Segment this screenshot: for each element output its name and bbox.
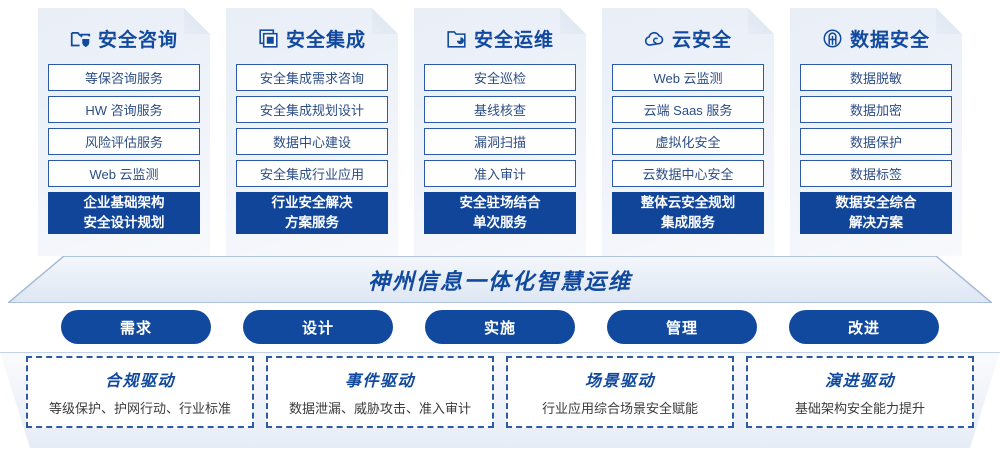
driver-compliance[interactable]: 合规驱动 等级保护、护网行动、行业标准 [26,356,254,428]
pillar-item[interactable]: 准入审计 [424,160,576,187]
fingerprint-icon [822,28,843,49]
lifecycle-pill-improve[interactable]: 改进 [789,310,939,344]
highlight-line-2: 方案服务 [285,215,339,230]
highlight-line-1: 整体云安全规划 [640,195,736,211]
pillar-item[interactable]: 漏洞扫描 [424,128,576,155]
driver-subtitle: 等级保护、护网行动、行业标准 [48,401,231,416]
pillar-item[interactable]: 等保咨询服务 [48,64,200,91]
cloud-icon [644,28,665,49]
pillar-item[interactable]: 虚拟化安全 [612,128,764,155]
highlight-line-1: 行业安全解决 [271,195,353,211]
pillar-title: 安全运维 [473,29,554,51]
pillar-item[interactable]: 云端 Saas 服务 [612,96,764,123]
pillar-item[interactable]: 基线核查 [424,96,576,123]
pillar-item[interactable]: 安全巡检 [424,64,576,91]
highlight-line-1: 安全驻场结合 [459,195,541,211]
highlight-line-2: 安全设计规划 [83,215,165,230]
driver-title: 场景驱动 [584,373,655,390]
lifecycle-pill-implement[interactable]: 实施 [425,310,575,344]
highlight-line-2: 集成服务 [661,215,715,230]
lifecycle-pill-demand[interactable]: 需求 [61,310,211,344]
lifecycle-pill-manage[interactable]: 管理 [607,310,757,344]
pillar-item[interactable]: HW 咨询服务 [48,96,200,123]
highlight-line-1: 数据安全综合 [835,195,917,211]
highlight-line-1: 企业基础架构 [83,195,165,211]
pillar-item[interactable]: 数据加密 [800,96,952,123]
platform-banner-title: 神州信息一体化智慧运维 [367,268,632,294]
driver-evolution[interactable]: 演进驱动 基础架构安全能力提升 [746,356,974,428]
pillar-item[interactable]: 风险评估服务 [48,128,200,155]
pillar-item[interactable]: Web 云监测 [48,160,200,187]
pillar-highlight[interactable]: 企业基础架构 安全设计规划 [48,192,200,234]
pillar-item[interactable]: Web 云监测 [612,64,764,91]
pillar-cloud-security: 云安全 Web 云监测 云端 Saas 服务 虚拟化安全 云数据中心安全 整体云… [602,8,774,256]
pillar-header: 安全运维 [424,18,576,58]
pillar-header: 数据安全 [800,18,952,58]
pillar-title: 数据安全 [849,29,930,51]
pillar-item[interactable]: 数据标签 [800,160,952,187]
stacked-servers-icon [258,28,279,49]
pillar-item[interactable]: 数据脱敏 [800,64,952,91]
pillar-highlight[interactable]: 数据安全综合 解决方案 [800,192,952,234]
pillar-item[interactable]: 数据中心建设 [236,128,388,155]
pillar-item[interactable]: 安全集成行业应用 [236,160,388,187]
pillar-title: 云安全 [671,29,732,51]
pillar-item[interactable]: 安全集成规划设计 [236,96,388,123]
highlight-line-2: 解决方案 [849,215,903,230]
pillar-title: 安全集成 [285,29,366,51]
pillar-row: 安全咨询 等保咨询服务 HW 咨询服务 风险评估服务 Web 云监测 企业基础架… [0,8,1000,256]
highlight-line-2: 单次服务 [473,215,527,230]
pillar-data-security: 数据安全 数据脱敏 数据加密 数据保护 数据标签 数据安全综合 解决方案 [790,8,962,256]
pillar-highlight[interactable]: 安全驻场结合 单次服务 [424,192,576,234]
drivers-row: 合规驱动 等级保护、护网行动、行业标准 事件驱动 数据泄漏、威胁攻击、准入审计 … [0,356,1000,440]
pillar-item[interactable]: 数据保护 [800,128,952,155]
pillar-title: 安全咨询 [97,29,178,51]
driver-title: 演进驱动 [824,373,895,390]
pillar-item[interactable]: 安全集成需求咨询 [236,64,388,91]
pillar-header: 安全集成 [236,18,388,58]
folder-chart-icon [446,28,467,49]
pillar-security-operations: 安全运维 安全巡检 基线核查 漏洞扫描 准入审计 安全驻场结合 单次服务 [414,8,586,256]
pillar-security-consulting: 安全咨询 等保咨询服务 HW 咨询服务 风险评估服务 Web 云监测 企业基础架… [38,8,210,256]
driver-title: 合规驱动 [104,373,175,390]
driver-subtitle: 基础架构安全能力提升 [794,401,925,416]
pillar-item[interactable]: 云数据中心安全 [612,160,764,187]
pillar-highlight[interactable]: 整体云安全规划 集成服务 [612,192,764,234]
driver-scenario[interactable]: 场景驱动 行业应用综合场景安全赋能 [506,356,734,428]
pillar-highlight[interactable]: 行业安全解决 方案服务 [236,192,388,234]
driver-title: 事件驱动 [344,373,415,390]
driver-incident[interactable]: 事件驱动 数据泄漏、威胁攻击、准入审计 [266,356,494,428]
lifecycle-pill-row: 需求 设计 实施 管理 改进 [0,310,1000,346]
pillar-header: 安全咨询 [48,18,200,58]
pillar-header: 云安全 [612,18,764,58]
lifecycle-pill-design[interactable]: 设计 [243,310,393,344]
platform-banner: 神州信息一体化智慧运维 [8,256,992,303]
driver-subtitle: 行业应用综合场景安全赋能 [541,401,698,416]
pillar-security-integration: 安全集成 安全集成需求咨询 安全集成规划设计 数据中心建设 安全集成行业应用 行… [226,8,398,256]
driver-subtitle: 数据泄漏、威胁攻击、准入审计 [288,401,471,416]
folder-shield-icon [70,28,91,49]
